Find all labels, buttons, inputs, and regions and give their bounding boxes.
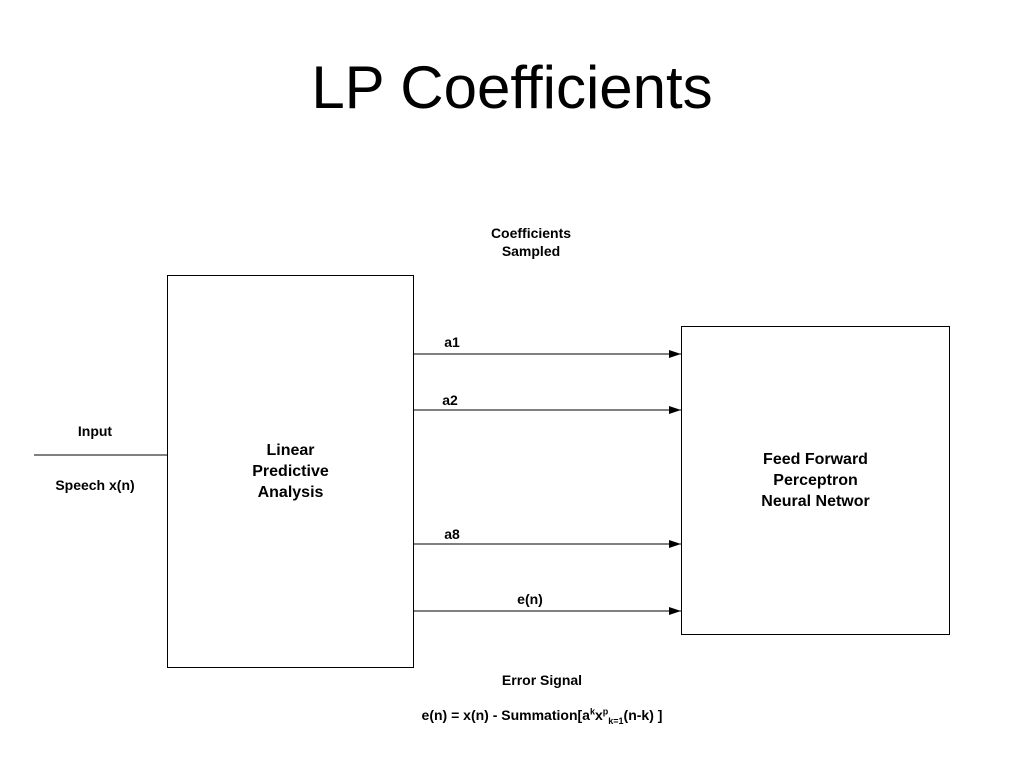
- lpa-line-1: Linear: [266, 442, 315, 459]
- arrow-label-a1: a1: [444, 334, 460, 350]
- arrow-label-a8: a8: [444, 526, 460, 542]
- nn-line-2: Perceptron: [773, 472, 858, 489]
- arrow-label-en: e(n): [517, 591, 543, 607]
- speech-input-label: Speech x(n): [55, 477, 135, 493]
- lpa-box: [167, 275, 414, 668]
- coefficients-sampled-label: Coefficients Sampled: [481, 224, 581, 260]
- formula-sup-k: k: [589, 706, 595, 717]
- coefficients-label: Coefficients: [490, 225, 572, 241]
- error-signal-label: Error Signal: [501, 672, 583, 688]
- lpa-box-label: Linear Predictive Analysis: [167, 440, 414, 503]
- lpa-line-3: Analysis: [257, 484, 324, 501]
- formula-sub-k1: k=1: [608, 715, 624, 726]
- sampled-label: Sampled: [501, 243, 561, 259]
- arrow-label-a2: a2: [442, 392, 458, 408]
- input-label: Input: [77, 423, 113, 439]
- formula-x: x: [594, 707, 603, 723]
- nn-box-label: Feed Forward Perceptron Neural Networ: [681, 449, 950, 512]
- nn-line-3: Neural Networ: [761, 493, 870, 510]
- nn-box: [681, 326, 950, 635]
- formula-sup-p: p: [602, 706, 609, 717]
- nn-line-1: Feed Forward: [763, 451, 868, 468]
- formula-suffix: (n-k) ]: [623, 707, 663, 723]
- page-title: LP Coefficients: [311, 54, 713, 121]
- error-formula: e(n) = x(n) - Summation[akxpk=1(n-k) ]: [0, 706, 1024, 726]
- lpa-line-2: Predictive: [252, 463, 329, 480]
- formula-prefix: e(n) = x(n) - Summation[a: [421, 707, 590, 723]
